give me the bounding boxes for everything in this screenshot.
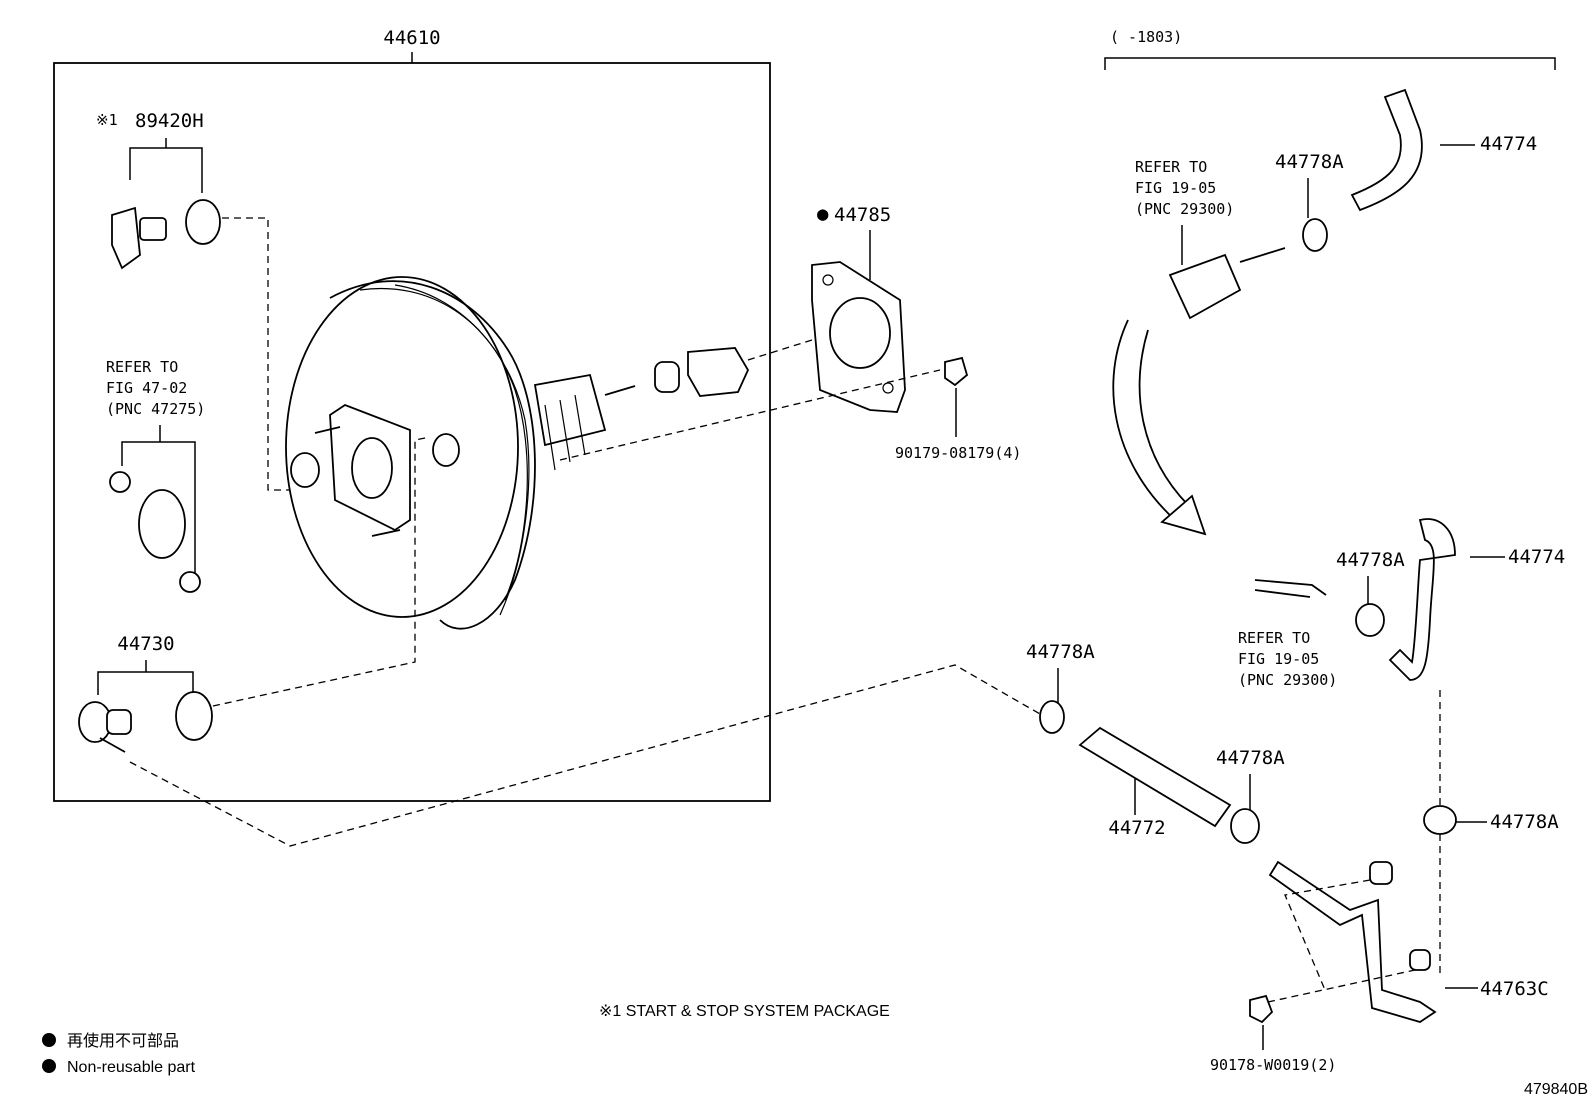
refer-47-line1: REFER TO [106,358,178,376]
booster-pushrod-housing [533,373,607,447]
vacuum-tube-44763C[interactable] [1268,860,1437,1023]
booster-mounting-plate [329,403,411,532]
refer-19b-line2: FIG 19-05 [1238,650,1319,668]
booster-rim [329,280,536,630]
transition-arrow-head [1160,494,1207,536]
pushrod-ribs-3 [574,394,586,456]
booster-port-right [432,433,460,467]
vacuum-hose-upper-1[interactable] [1350,88,1423,212]
pushrod [604,385,636,396]
refer-19b-line3: (PNC 29300) [1238,671,1337,689]
check-valve-bracket [97,660,194,695]
check-valve-grommet[interactable] [175,691,213,741]
pushrod-ribs [544,404,556,471]
switch-dash-line [222,217,290,491]
intake-fitting-upper[interactable] [1168,247,1286,320]
tube-nut-dash-upper [1284,879,1371,991]
check-valve[interactable] [78,701,132,753]
grommet-small-right[interactable] [179,571,201,593]
legend-text-jp: 再使用不可部品 [67,1032,179,1050]
part-label-44785[interactable]: 44785 [834,204,891,226]
refer-19a-line2: FIG 19-05 [1135,179,1216,197]
booster-assembly-group: 44610 ※1 89420H [53,27,771,802]
switch-bracket-line [129,138,203,193]
footnote-start-stop: ※1 START & STOP SYSTEM PACKAGE [599,1003,890,1020]
refer-47-line2: FIG 47-02 [106,379,187,397]
clevis-bushing [654,361,680,393]
part-label-89420H[interactable]: 89420H [135,110,204,132]
part-label-90179-08179[interactable]: 90179-08179(4) [895,444,1021,462]
part-label-44730[interactable]: 44730 [117,633,174,655]
booster-hose-dash [129,664,1041,847]
hose-clamp-lower-right[interactable] [1423,805,1457,835]
booster-gasket[interactable] [811,261,906,413]
legend-dot-jp [42,1033,56,1047]
note-mark-1: ※1 [96,111,118,129]
vacuum-switch-sensor[interactable] [111,206,167,270]
o-ring[interactable] [138,489,186,559]
booster-port-left [290,452,320,488]
stud-upper [314,426,341,434]
gasket-dash-upper [747,339,813,361]
vacuum-hose-44772[interactable] [1078,726,1232,828]
brake-booster-body[interactable] [285,276,750,630]
flange-nut-lower[interactable] [1249,994,1274,1024]
part-label-44772[interactable]: 44772 [1108,817,1165,839]
check-valve-dash [212,436,431,707]
stud-lower [371,529,401,537]
part-label-44610[interactable]: 44610 [383,27,440,49]
refer-47-bracket [121,425,196,578]
part-label-44774-2[interactable]: 44774 [1508,546,1565,568]
part-label-44778A-2[interactable]: 44778A [1336,549,1405,571]
switch-grommet[interactable] [185,199,221,245]
part-label-44778A-5[interactable]: 44778A [1490,811,1559,833]
intake-pipe-lower[interactable] [1254,579,1327,598]
refer-47-line3: (PNC 47275) [106,400,205,418]
refer-19b-line1: REFER TO [1238,629,1310,647]
booster-rim-inner [359,288,528,601]
refer-19a-line3: (PNC 29300) [1135,200,1234,218]
part-label-44774-1[interactable]: 44774 [1480,133,1537,155]
part-label-44778A-3[interactable]: 44778A [1026,641,1095,663]
legend-text-en: Non-reusable part [67,1059,196,1076]
gasket-dash-lower [559,369,941,461]
date-range-label: ( -1803) [1110,28,1182,46]
booster-center-hole [351,437,393,499]
hose-clamp-upper-1[interactable] [1302,218,1328,252]
hose-clamp-mid[interactable] [1039,700,1065,734]
booster-rim-inner2 [394,284,530,616]
hose-clamp-lower-left[interactable] [1230,808,1260,844]
part-label-90178-W0019[interactable]: 90178-W0019(2) [1210,1056,1336,1074]
figure-id: 479840B [1524,1081,1588,1098]
vacuum-hose-upper-2[interactable] [1388,518,1456,681]
part-label-44778A-1[interactable]: 44778A [1275,151,1344,173]
part-label-44778A-4[interactable]: 44778A [1216,747,1285,769]
legend-dot-en [42,1059,56,1073]
pushrod-ribs-2 [559,399,571,463]
hose-clamp-upper-2[interactable] [1355,603,1385,637]
date-range-bracket [1104,57,1556,70]
grommet-small-left[interactable] [109,471,131,493]
tube-nut-dash-lower [1267,969,1416,1003]
clevis[interactable] [687,347,750,397]
refer-19a-line1: REFER TO [1135,158,1207,176]
transition-arrow [1112,319,1189,521]
part-label-44763C[interactable]: 44763C [1480,978,1549,1000]
flange-nut[interactable] [944,356,969,387]
non-reusable-dot-gasket: ● [817,203,829,225]
